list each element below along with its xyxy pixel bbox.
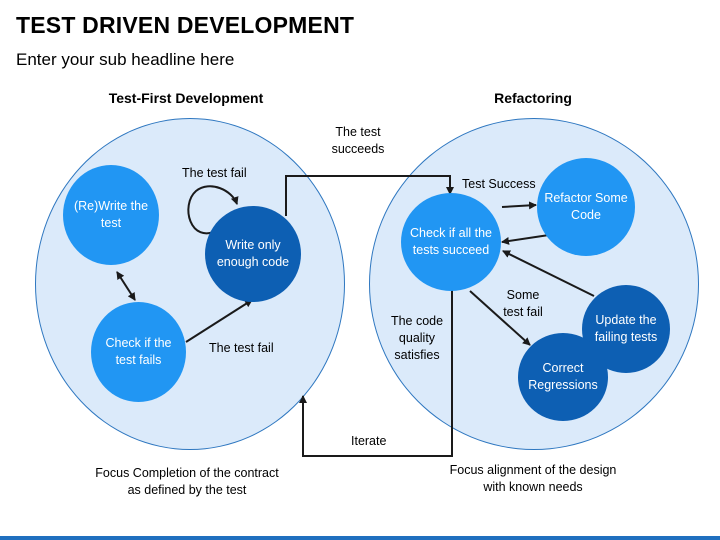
arrow-refactor-check (501, 234, 550, 245)
node-update-failing-tests: Update the failing tests (582, 285, 670, 373)
node-rewrite-test: (Re)Write the test (63, 165, 159, 265)
node-check-test-fails: Check if the test fails (91, 302, 186, 402)
label-test-fail: The test fail (209, 341, 274, 355)
label-some-test-fail: Some test fail (503, 288, 543, 319)
arrow-iterate (299, 290, 453, 457)
label-test-succeeds: The test succeeds (331, 125, 385, 156)
node-write-code: Write only enough code (205, 206, 301, 302)
page-title: TEST DRIVEN DEVELOPMENT (16, 12, 355, 38)
arrow-update-check (502, 250, 595, 297)
node-refactor-code: Refactor Some Code (537, 158, 635, 256)
label-test-success: Test Success (462, 177, 536, 191)
label-test-fail-loop: The test fail (182, 166, 247, 180)
right-section-heading: Refactoring (494, 90, 572, 106)
arrow-test-succeeds (285, 175, 454, 216)
node-correct-regressions: Correct Regressions (518, 333, 608, 421)
arrow-check-write (185, 299, 253, 343)
arrow-test-fail-loop (187, 185, 239, 235)
left-section-heading: Test-First Development (108, 90, 264, 106)
node-check-all-tests: Check if all the tests succeed (401, 193, 501, 291)
label-code-quality: The code quality satisfies (390, 314, 444, 362)
test-first-circle (35, 118, 345, 450)
arrow-rewrite-check (116, 271, 136, 301)
arrow-check-refactor (501, 201, 537, 210)
right-caption: Focus alignment of the design with known… (449, 463, 617, 494)
left-caption: Focus Completion of the contract as defi… (95, 466, 279, 497)
page-subtitle: Enter your sub headline here (16, 50, 235, 69)
bottom-accent-bar (0, 536, 720, 540)
label-iterate: Iterate (351, 434, 387, 448)
arrow-check-correct (469, 290, 531, 346)
